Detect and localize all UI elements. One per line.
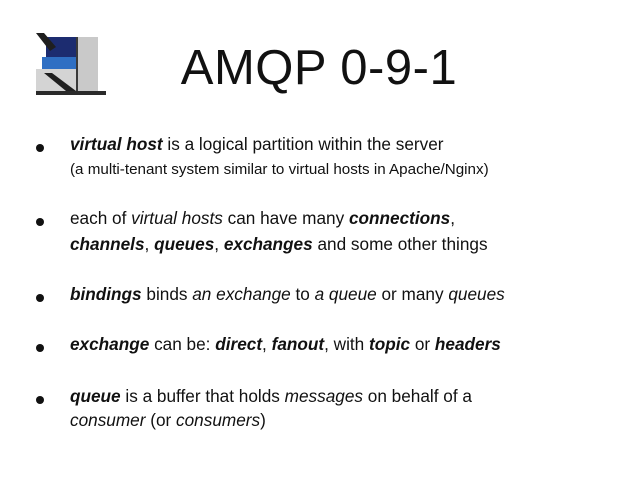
text-run: topic <box>369 334 411 354</box>
text-run: or <box>410 334 435 354</box>
text-run: on behalf of a <box>363 386 472 406</box>
text-run: binds <box>141 284 193 304</box>
text-run: , <box>450 208 455 228</box>
text-run: connections <box>348 208 451 228</box>
text-run: queues <box>448 284 505 304</box>
text-run: messages <box>284 386 363 406</box>
text-run: exchange <box>70 334 150 354</box>
text-run: consumer <box>70 410 146 430</box>
text-run: queues <box>154 234 215 254</box>
text-run: can have many <box>222 208 349 228</box>
text-run: fanout <box>271 334 325 354</box>
bullet-line: consumer (or consumers) <box>70 408 630 433</box>
bullet-dot-icon <box>36 218 44 226</box>
text-run: direct <box>215 334 263 354</box>
bullet-line: channels, queues, exchanges and some oth… <box>70 232 630 257</box>
text-run: or many <box>376 284 449 304</box>
slide-title: AMQP 0-9-1 <box>180 41 458 95</box>
bullet-line: bindings binds an exchange to a queue or… <box>70 282 630 307</box>
bullet-dot-icon <box>36 144 44 152</box>
text-run: exchanges <box>223 234 313 254</box>
bullet-line: (a multi-tenant system similar to virtua… <box>70 156 630 182</box>
bullet-line: each of virtual hosts can have many conn… <box>70 206 630 231</box>
text-run: consumers <box>176 410 261 430</box>
text-run: , <box>214 234 224 254</box>
text-run: is a logical partition within the server <box>162 134 444 154</box>
bullet-dot-icon <box>36 344 44 352</box>
bullet-line: queue is a buffer that holds messages on… <box>70 384 630 409</box>
text-run: headers <box>434 334 501 354</box>
text-run: to <box>290 284 315 304</box>
text-run: ) <box>260 410 266 430</box>
text-run: virtual host <box>70 134 163 154</box>
text-run: (or <box>145 410 177 430</box>
text-run: queue <box>70 386 121 406</box>
text-run: a queue <box>314 284 377 304</box>
text-run: is a buffer that holds <box>120 386 285 406</box>
bullet-dot-icon <box>36 396 44 404</box>
text-run: , with <box>324 334 370 354</box>
text-run: , <box>144 234 155 254</box>
text-run: can be: <box>149 334 216 354</box>
bullet-dot-icon <box>36 294 44 302</box>
text-run: , <box>262 334 272 354</box>
bullet-line: virtual host is a logical partition with… <box>70 132 630 157</box>
text-run: bindings <box>70 284 142 304</box>
text-run: each of <box>70 208 132 228</box>
bullet-line: exchange can be: direct, fanout, with to… <box>70 332 630 357</box>
text-run: an exchange <box>192 284 291 304</box>
text-run: channels <box>70 234 145 254</box>
text-run: virtual hosts <box>131 208 223 228</box>
text-run: (a multi-tenant system similar to virtua… <box>70 161 489 178</box>
logo-icon <box>36 33 106 95</box>
text-run: and some other things <box>312 234 488 254</box>
